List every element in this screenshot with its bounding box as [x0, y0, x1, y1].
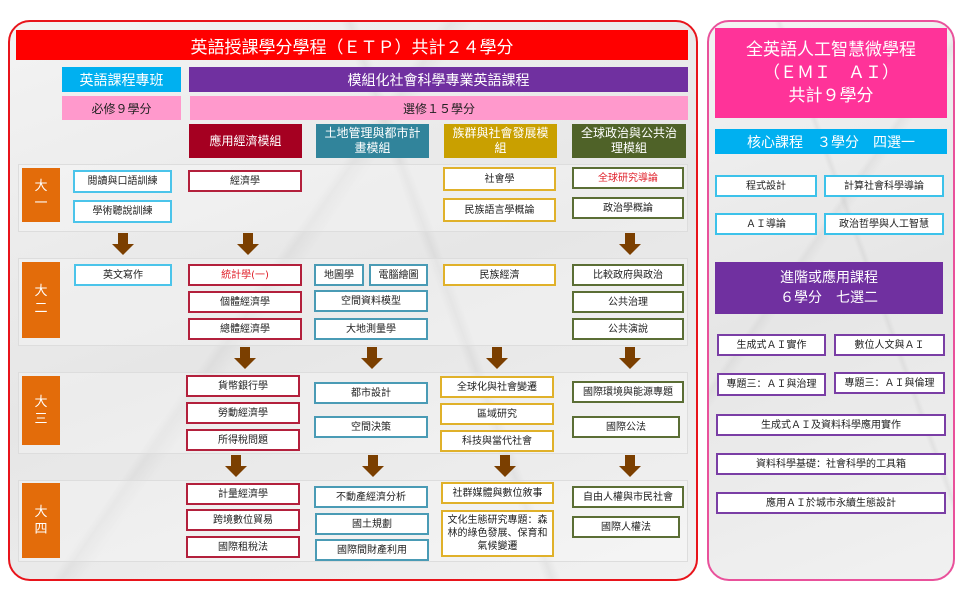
course-box: 應用ＡＩ於城市永續生態設計 — [716, 492, 946, 514]
module-land-urban-planning: 土地管理與都市計畫模組 — [316, 124, 429, 158]
advanced-header-line2: ６學分 七選二 — [780, 290, 878, 306]
year-label-1: 大一 — [22, 168, 60, 222]
course-box: 總體經濟學 — [188, 318, 302, 340]
emi-title-line3: 共計９學分 — [788, 85, 874, 106]
course-box: 空間資料模型 — [314, 290, 428, 312]
course-box: 計量經濟學 — [186, 483, 300, 505]
course-box: 數位人文與ＡＩ — [834, 334, 945, 356]
course-box: 社會學 — [443, 167, 556, 191]
course-box: 都市設計 — [314, 382, 428, 404]
course-box: 地圖學 — [314, 264, 364, 286]
course-box: 個體經濟學 — [188, 291, 302, 313]
course-box: 國際公法 — [572, 416, 680, 438]
course-box: 經濟學 — [188, 170, 302, 192]
emi-title-line1: 全英語人工智慧微學程 — [746, 39, 916, 60]
course-box: 計算社會科學導論 — [824, 175, 944, 197]
emi-ai-title: 全英語人工智慧微學程 （ＥＭＩ ＡＩ） 共計９學分 — [715, 28, 947, 118]
course-box: 勞動經濟學 — [186, 402, 300, 424]
year-label-2: 大二 — [22, 262, 60, 338]
elective-credits: 選修１５學分 — [190, 96, 688, 120]
course-box: 國際環境與能源專題 — [572, 381, 684, 403]
course-box: 政治哲學與人工智慧 — [824, 213, 944, 235]
course-box: 空間決策 — [314, 416, 428, 438]
course-box: 比較政府與政治 — [572, 264, 684, 286]
year-label-3: 大三 — [22, 376, 60, 445]
year-label-4: 大四 — [22, 483, 60, 558]
english-program-header: 英語課程專班 — [62, 67, 181, 92]
course-box: 自由人權與市民社會 — [572, 486, 684, 508]
course-box: 國土規劃 — [315, 513, 429, 535]
modular-program-header: 模組化社會科學專業英語課程 — [189, 67, 688, 92]
module-ethnic-social-development: 族群與社會發展模組 — [444, 124, 557, 158]
module-applied-economics: 應用經濟模組 — [189, 124, 302, 158]
core-courses-header: 核心課程 ３學分 四選一 — [715, 129, 947, 154]
course-box: 公共演說 — [572, 318, 684, 340]
course-box: 專題三：ＡＩ與治理 — [717, 373, 826, 396]
course-box: 不動產經濟分析 — [314, 486, 428, 508]
course-box: 公共治理 — [572, 291, 684, 313]
course-box: 程式設計 — [715, 175, 817, 197]
course-box: 資料科學基礎：社會科學的工具箱 — [716, 453, 946, 475]
course-box: 所得稅問題 — [186, 429, 300, 451]
course-box: 民族經濟 — [443, 264, 556, 286]
course-box: 國際租稅法 — [186, 536, 300, 558]
course-box: 電腦繪圖 — [369, 264, 428, 286]
etp-title: 英語授課學分學程（ＥＴＰ）共計２４學分 — [16, 30, 688, 60]
course-box: 政治學概論 — [572, 197, 684, 219]
course-box: 專題三：ＡＩ與倫理 — [834, 372, 945, 394]
course-box: 生成式ＡＩ及資料科學應用實作 — [716, 414, 946, 436]
course-box: 區域研究 — [440, 403, 554, 425]
advanced-courses-header: 進階或應用課程 ６學分 七選二 — [715, 262, 943, 314]
course-box: 科技與當代社會 — [440, 430, 554, 452]
course-box: 社群媒體與數位敘事 — [441, 482, 554, 504]
course-box: ＡＩ導論 — [715, 213, 817, 235]
course-box: 英文寫作 — [74, 264, 172, 286]
emi-title-line2: （ＥＭＩ ＡＩ） — [763, 62, 899, 83]
course-box: 貨幣銀行學 — [186, 375, 300, 397]
course-box: 統計學(一) — [188, 264, 302, 286]
course-box: 學術聽說訓練 — [73, 200, 172, 223]
module-global-politics-governance: 全球政治與公共治理模組 — [572, 124, 686, 158]
advanced-header-line1: 進階或應用課程 — [780, 270, 878, 286]
course-box: 大地測量學 — [314, 318, 428, 340]
course-box: 全球化與社會變遷 — [440, 376, 554, 398]
course-box: 民族語言學概論 — [443, 198, 556, 222]
course-box: 全球研究導論 — [572, 167, 684, 189]
course-box: 國際間財產利用 — [315, 539, 429, 561]
course-box: 閱讀與口語訓練 — [73, 170, 172, 193]
course-box: 文化生態研究專題：森林的綠色發展、保育和氣候變遷 — [441, 510, 554, 557]
course-box: 國際人權法 — [572, 516, 680, 538]
course-box: 跨境數位貿易 — [186, 509, 300, 531]
required-credits: 必修９學分 — [62, 96, 181, 120]
course-box: 生成式ＡＩ實作 — [717, 334, 826, 356]
